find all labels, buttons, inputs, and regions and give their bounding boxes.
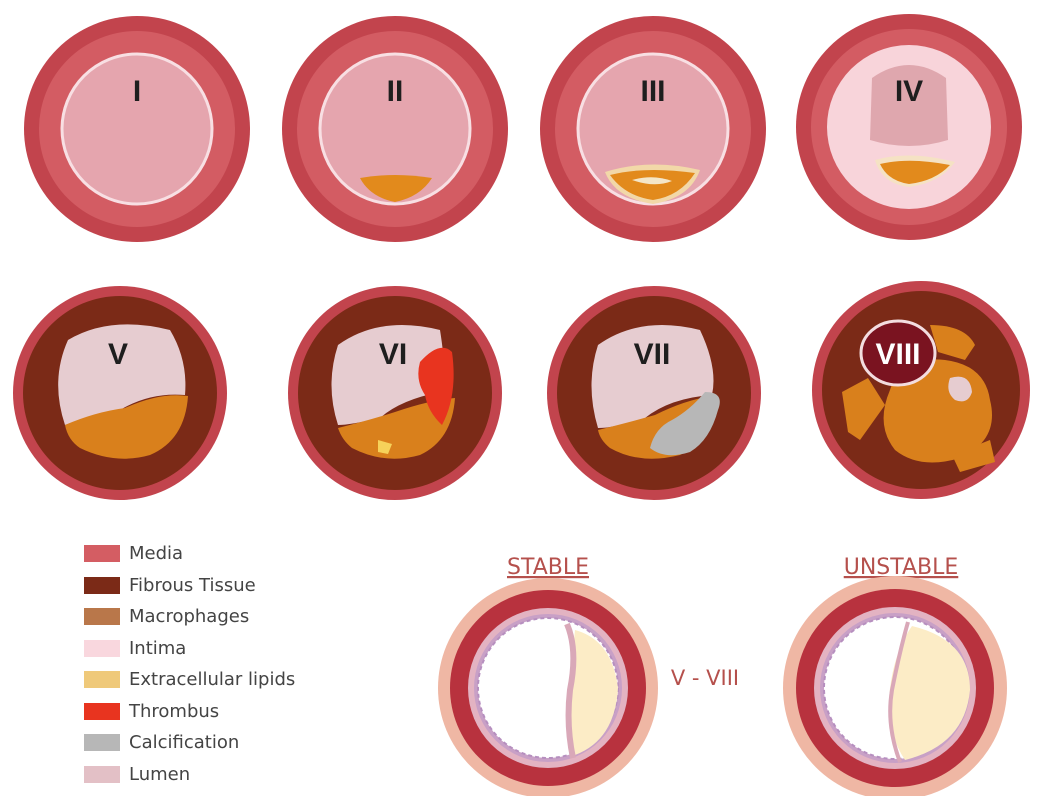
legend-item-fibrous-tissue: Fibrous Tissue (84, 570, 384, 602)
stage-VIII-label: VIII (875, 338, 920, 371)
legend-item-intima: Intima (84, 633, 384, 665)
legend-label: Macrophages (129, 606, 249, 627)
legend-swatch (84, 545, 120, 562)
legend-item-extracellular-lipids: Extracellular lipids (84, 664, 384, 696)
stage-VIII-vessel: VIII (812, 281, 1030, 499)
legend: Media Fibrous Tissue Macrophages Intima … (84, 538, 384, 790)
stage-I-vessel: I (24, 16, 250, 242)
legend-swatch (84, 577, 120, 594)
stage-VII-vessel: VII (547, 286, 761, 500)
stage-range-label: V - VIII (671, 666, 739, 690)
stage-VI-vessel: VI (288, 286, 502, 500)
stage-IV-label: IV (895, 75, 923, 108)
stage-VI-label: VI (379, 338, 407, 371)
stage-I-label: I (133, 75, 141, 108)
legend-item-calcification: Calcification (84, 727, 384, 759)
legend-swatch (84, 766, 120, 783)
unstable-plaque-cross-section (783, 576, 1007, 796)
stage-V-vessel: V (13, 286, 227, 500)
stage-V-label: V (108, 338, 128, 371)
legend-label: Calcification (129, 732, 239, 753)
legend-swatch (84, 640, 120, 657)
legend-label: Lumen (129, 764, 190, 785)
legend-label: Thrombus (129, 701, 219, 722)
legend-label: Intima (129, 638, 186, 659)
legend-swatch (84, 608, 120, 625)
stage-IV-vessel: IV (796, 14, 1022, 240)
stage-III-label: III (640, 75, 665, 108)
stable-heading: STABLE (507, 555, 589, 580)
stage-II-vessel: II (282, 16, 508, 242)
stage-III-vessel: III (540, 16, 766, 242)
legend-item-lumen: Lumen (84, 759, 384, 791)
legend-label: Fibrous Tissue (129, 575, 256, 596)
legend-item-media: Media (84, 538, 384, 570)
stable-plaque-cross-section (438, 578, 658, 796)
legend-item-macrophages: Macrophages (84, 601, 384, 633)
stage-II-label: II (387, 75, 404, 108)
stage-VII-label: VII (634, 338, 671, 371)
legend-item-thrombus: Thrombus (84, 696, 384, 728)
legend-label: Media (129, 543, 183, 564)
legend-swatch (84, 734, 120, 751)
legend-label: Extracellular lipids (129, 669, 295, 690)
legend-swatch (84, 703, 120, 720)
legend-swatch (84, 671, 120, 688)
